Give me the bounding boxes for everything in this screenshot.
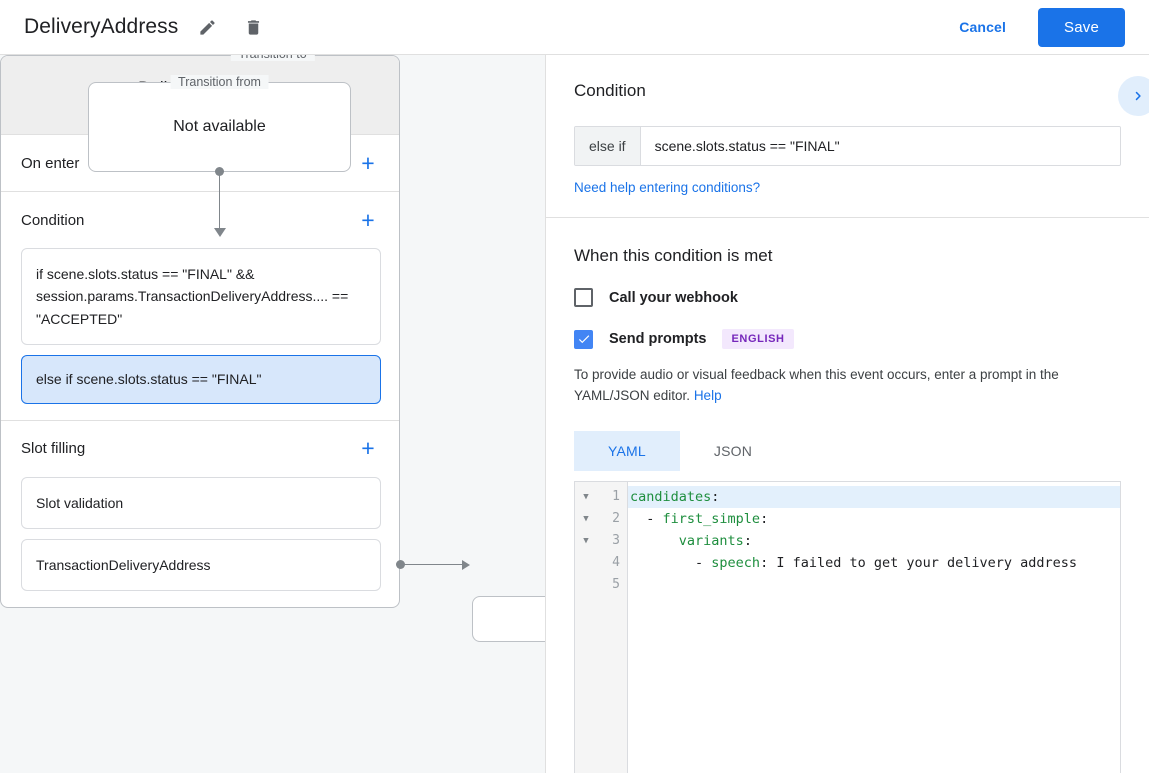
gutter-row: ▼2 (575, 508, 627, 530)
line-number: 3 (612, 533, 620, 549)
flow-canvas[interactable]: Transition from Not available Transition… (0, 55, 545, 773)
condition-expression-input[interactable] (640, 127, 1120, 165)
target-node-empty[interactable] (472, 596, 545, 642)
prompts-description-text: To provide audio or visual feedback when… (574, 367, 1059, 403)
chevron-right-icon-glyph (1135, 91, 1141, 101)
chevron-right-icon[interactable] (1118, 76, 1149, 116)
section-condition-head: Condition + (21, 192, 381, 248)
line-number: 1 (612, 489, 620, 505)
line-number: 2 (612, 511, 620, 527)
transition-from-node[interactable]: Transition from Not available (88, 75, 351, 172)
tab-yaml[interactable]: YAML (574, 430, 680, 471)
when-condition-met-block: When this condition is met Call your web… (546, 218, 1149, 773)
save-button[interactable]: Save (1038, 7, 1125, 47)
editor-format-tabs: YAML JSON (574, 430, 1121, 471)
condition-heading: Condition (574, 81, 646, 100)
gutter-row: ▼1 (575, 486, 627, 508)
trash-icon[interactable] (236, 10, 270, 44)
yaml-key: speech (711, 554, 761, 571)
top-app-bar: DeliveryAddress Cancel Save (0, 0, 1149, 55)
pencil-icon-glyph (200, 19, 215, 35)
condition-prefix-label: else if (575, 127, 641, 165)
when-condition-met-heading: When this condition is met (574, 246, 773, 265)
section-slot-filling: Slot filling + Slot validation Transacti… (1, 421, 399, 608)
transition-from-value: Not available (173, 118, 266, 135)
language-badge: ENGLISH (722, 329, 794, 349)
edge-arrowhead-down (214, 228, 226, 237)
gutter-row: 5 (575, 574, 627, 596)
transition-to-legend: Transition to (230, 55, 315, 61)
section-on-enter-title: On enter (21, 154, 80, 172)
code-line: candidates: (628, 485, 1120, 508)
section-condition-title: Condition (21, 211, 85, 229)
send-prompts-row: Send prompts ENGLISH (574, 329, 1121, 349)
transition-from-legend: Transition from (170, 75, 269, 89)
section-condition-body: if scene.slots.status == "FINAL" && sess… (21, 248, 381, 420)
yaml-key: candidates (630, 488, 712, 505)
code-line: - first_simple: (630, 510, 769, 527)
yaml-key: first_simple (662, 510, 761, 527)
section-slot-filling-body: Slot validation TransactionDeliveryAddre… (21, 476, 381, 608)
code-editor[interactable]: ▼1 ▼2 ▼3 4 5 candidates: - first_simple:… (574, 480, 1121, 773)
yaml-key: variants (678, 532, 744, 549)
code-line: variants: (678, 532, 752, 549)
line-number: 4 (612, 555, 620, 571)
condition-chip-else-if[interactable]: else if scene.slots.status == "FINAL" (21, 355, 381, 404)
gutter-row: ▼3 (575, 530, 627, 552)
gutter-row: 4 (575, 552, 627, 574)
pencil-icon[interactable] (190, 10, 224, 44)
condition-block: Condition else if Need help entering con… (546, 55, 1149, 218)
slot-chip-validation[interactable]: Slot validation (21, 476, 381, 529)
add-condition-button[interactable]: + (361, 206, 375, 233)
prompts-description: To provide audio or visual feedback when… (574, 365, 1121, 407)
code-line: - speech: I failed to get your delivery … (630, 554, 1078, 571)
section-on-enter: On enter + (1, 135, 399, 192)
fold-toggle-icon[interactable]: ▼ (583, 513, 589, 524)
edge-horizontal-line (401, 564, 463, 565)
condition-help-link[interactable]: Need help entering conditions? (574, 180, 761, 195)
fold-toggle-icon[interactable]: ▼ (583, 491, 589, 502)
line-number: 5 (612, 577, 620, 593)
details-panel: Condition else if Need help entering con… (545, 55, 1149, 773)
section-on-enter-head: On enter + (21, 135, 381, 191)
check-icon (578, 335, 589, 344)
edge-condition-dot (396, 560, 405, 569)
send-prompts-label: Send prompts (609, 331, 707, 347)
page-title: DeliveryAddress (24, 15, 179, 38)
cancel-button[interactable]: Cancel (943, 10, 1022, 44)
call-webhook-checkbox[interactable] (574, 288, 593, 307)
edge-arrowhead-right (462, 560, 470, 570)
section-slot-filling-head: Slot filling + (21, 421, 381, 477)
add-slot-filling-button[interactable]: + (361, 435, 375, 462)
editor-code-area[interactable]: candidates: - first_simple: variants: - … (628, 482, 1120, 773)
webhook-row: Call your webhook (574, 288, 1121, 307)
editor-gutter: ▼1 ▼2 ▼3 4 5 (575, 481, 628, 773)
section-condition: Condition + if scene.slots.status == "FI… (1, 192, 399, 421)
send-prompts-checkbox[interactable] (574, 329, 593, 349)
condition-input-row[interactable]: else if (574, 126, 1121, 166)
prompts-help-link[interactable]: Help (693, 387, 722, 403)
slot-chip-transaction-delivery-address[interactable]: TransactionDeliveryAddress (21, 538, 381, 592)
section-slot-filling-title: Slot filling (21, 440, 86, 458)
tab-json[interactable]: JSON (713, 442, 753, 459)
fold-toggle-icon[interactable]: ▼ (583, 535, 589, 546)
edge-vertical-line (219, 171, 220, 229)
trash-icon-glyph (247, 19, 259, 35)
code-line (628, 574, 1120, 596)
condition-chip-if[interactable]: if scene.slots.status == "FINAL" && sess… (21, 248, 381, 346)
add-on-enter-button[interactable]: + (361, 149, 375, 176)
call-webhook-label: Call your webhook (609, 289, 738, 306)
